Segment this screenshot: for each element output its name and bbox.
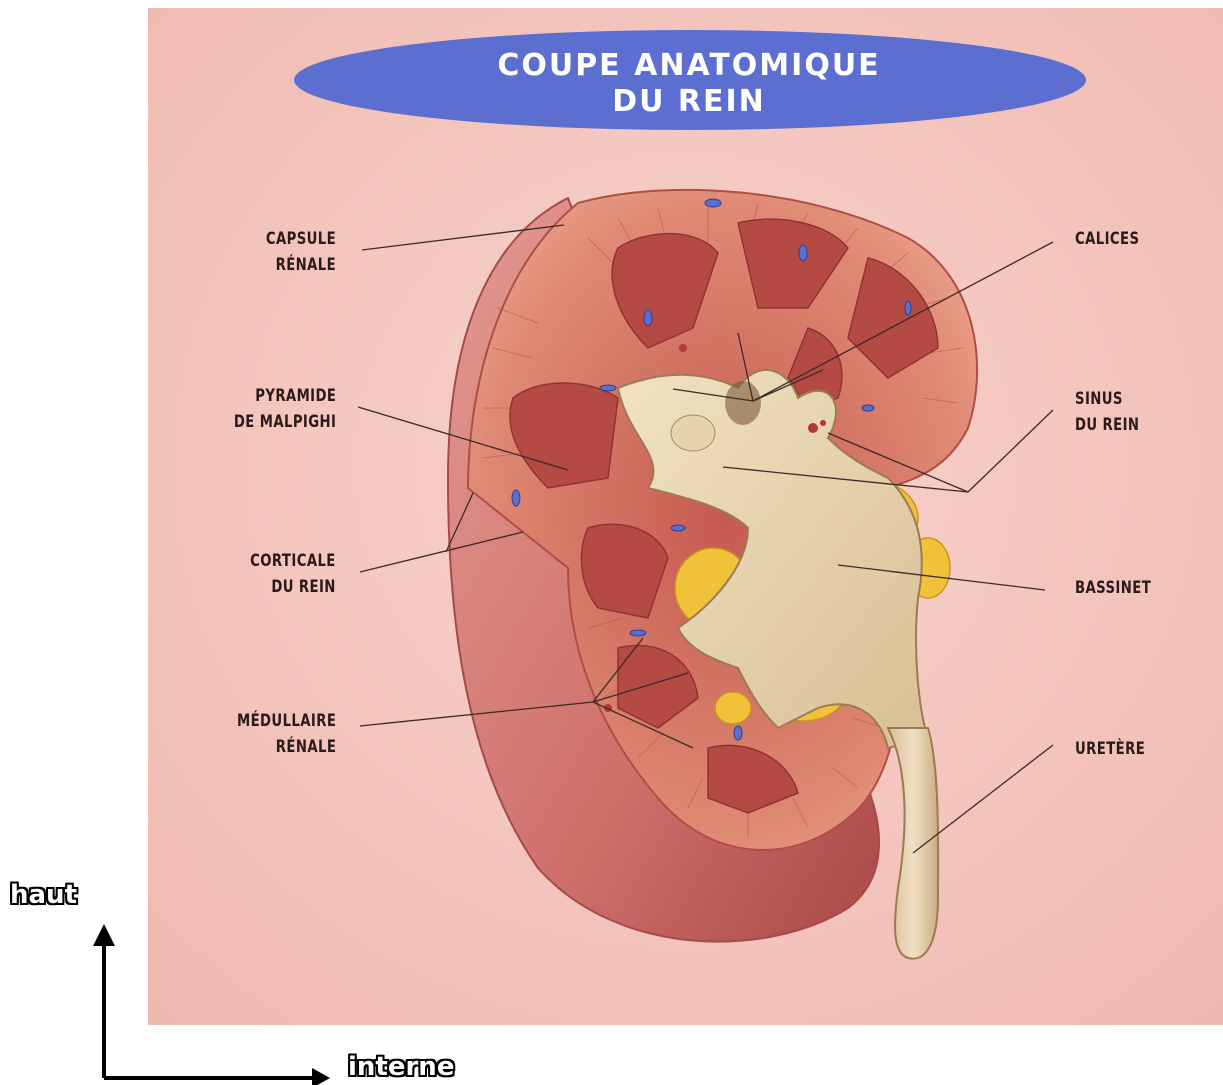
label-line: CAPSULE <box>266 226 336 252</box>
label-line: SINUS <box>1075 386 1139 412</box>
arrow-up-icon <box>93 924 115 946</box>
label-line: PYRAMIDE <box>234 383 336 409</box>
label-pyramide-malpighi: PYRAMIDE DE MALPIGHI <box>234 383 336 435</box>
arrow-right-icon <box>312 1068 330 1085</box>
label-calices: CALICES <box>1075 226 1139 252</box>
title-box: COUPE ANATOMIQUE DU REIN <box>294 40 1084 140</box>
orientation-label-interne: interne <box>348 1052 454 1082</box>
label-line: MÉDULLAIRE <box>237 708 336 734</box>
anatomy-plate: COUPE ANATOMIQUE DU REIN CAPSULE RÉNALE … <box>148 8 1223 1025</box>
label-line: CORTICALE <box>250 548 336 574</box>
label-line: RÉNALE <box>237 734 336 760</box>
label-uretere: URETÈRE <box>1075 736 1145 762</box>
label-medullaire-renale: MÉDULLAIRE RÉNALE <box>237 708 336 760</box>
minor-calyx <box>671 415 715 451</box>
label-line: RÉNALE <box>266 252 336 278</box>
kidney-illustration <box>148 8 1223 1025</box>
label-line: DU REIN <box>1075 412 1139 438</box>
label-line: DU REIN <box>250 574 336 600</box>
label-bassinet: BASSINET <box>1075 575 1151 601</box>
label-line: URETÈRE <box>1075 736 1145 762</box>
label-corticale-rein: CORTICALE DU REIN <box>250 548 336 600</box>
label-line: CALICES <box>1075 226 1139 252</box>
label-sinus-rein: SINUS DU REIN <box>1075 386 1139 438</box>
page-title-line1: COUPE ANATOMIQUE <box>294 48 1084 83</box>
label-line: BASSINET <box>1075 575 1151 601</box>
page-title-line2: DU REIN <box>294 84 1084 119</box>
calyx-opening <box>725 381 761 425</box>
label-line: DE MALPIGHI <box>234 409 336 435</box>
orientation-label-haut: haut <box>10 880 77 910</box>
label-capsule-renale: CAPSULE RÉNALE <box>266 226 336 278</box>
